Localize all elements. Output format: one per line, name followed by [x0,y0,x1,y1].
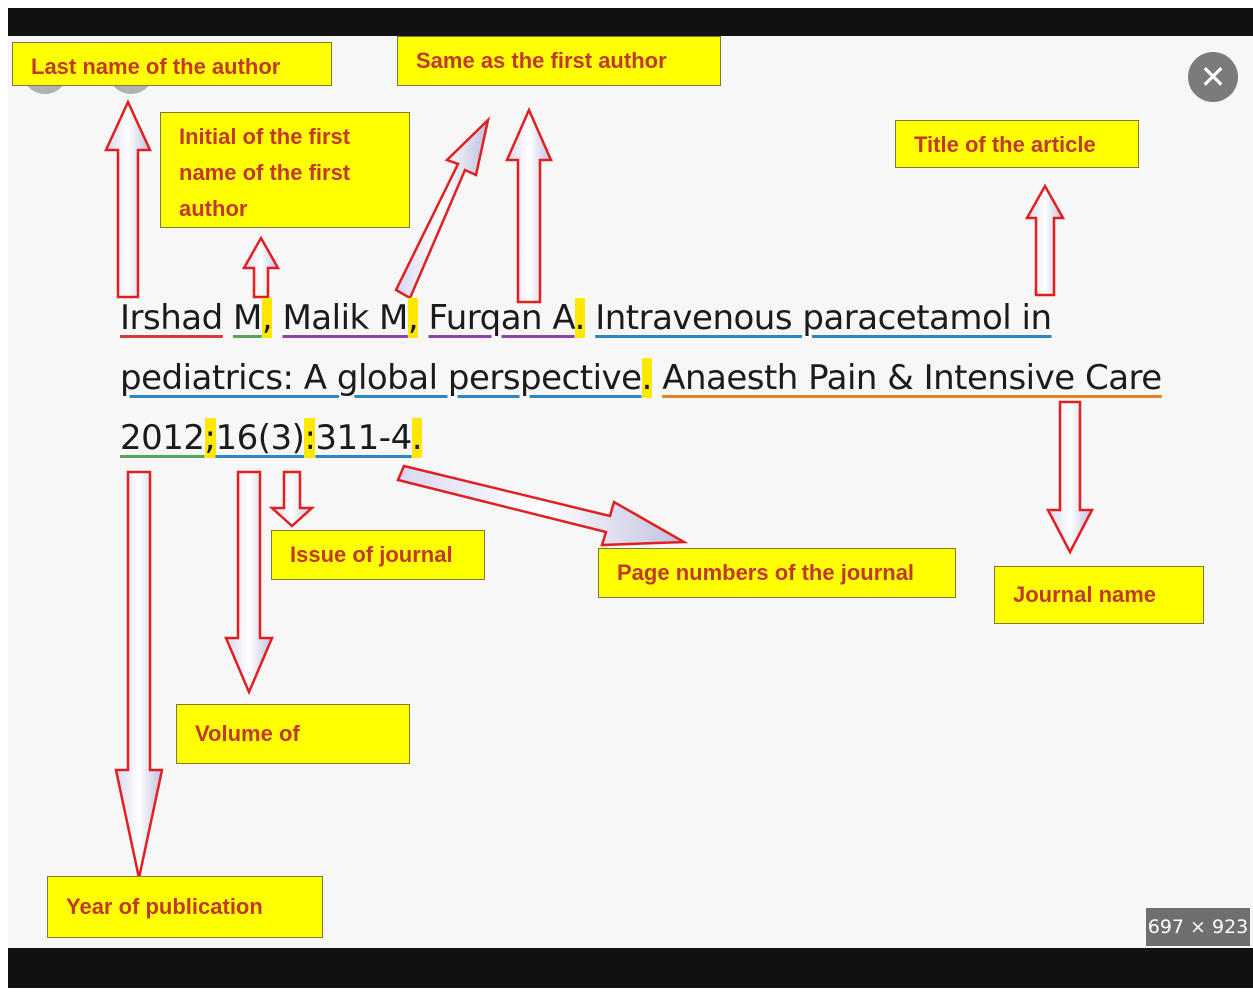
arrow-initial [241,235,281,299]
label-title-article: Title of the article [895,120,1139,168]
label-same-as-first: Same as the first author [397,36,721,86]
arrow-journal [1045,400,1095,555]
citation-line-2: pediatrics: A global perspective. Anaest… [120,358,1162,398]
arrow-issue [268,470,316,528]
citation-author2: Malik M [282,298,408,338]
citation-author3: Furqan A [428,298,576,338]
citation-pages: 311-4 [315,418,412,458]
citation-journal: Anaesth Pain & Intensive Care [662,358,1162,398]
arrow-title [1024,183,1066,297]
left-edge [0,0,8,994]
citation-volume-issue: 16(3) [215,418,305,458]
citation-colon: : [304,418,316,458]
arrow-pages [396,464,689,547]
citation-semicolon: ; [204,418,216,458]
label-page-numbers: Page numbers of the journal [598,548,956,598]
arrow-year [114,470,164,879]
bottom-bar [8,948,1253,988]
close-button[interactable]: ✕ [1188,52,1238,102]
label-year: Year of publication [47,876,323,938]
citation-year: 2012 [120,418,205,458]
label-volume: Volume of [176,704,410,764]
citation-comma-2: , [407,298,419,338]
label-last-name: Last name of the author [12,42,332,86]
citation-period-2: . [641,358,652,398]
label-journal-name: Journal name [994,566,1204,624]
citation-author1-last: Irshad [120,298,223,338]
top-bar [8,8,1253,36]
citation-title-line-2: pediatrics: A global perspective [120,358,642,398]
arrow-same-diagonal [394,116,491,300]
close-icon: ✕ [1199,58,1227,96]
arrow-volume [224,470,274,696]
label-initial-first: Initial of the first name of the first a… [160,112,410,228]
citation-comma-1: , [261,298,273,338]
citation-author1-initial: M [233,298,262,338]
citation-period-1: . [574,298,585,338]
citation-period-3: . [411,418,423,458]
label-issue: Issue of journal [271,530,485,580]
citation-line-3: 2012;16(3):311-4. [120,418,423,458]
arrow-same-vertical [505,106,553,304]
image-dimensions-badge: 697 × 923 [1146,908,1250,946]
citation-line-1: Irshad M, Malik M, Furqan A. Intravenous… [120,298,1052,338]
citation-title-line-1: Intravenous paracetamol in [595,298,1052,338]
arrow-last-name [104,98,152,299]
